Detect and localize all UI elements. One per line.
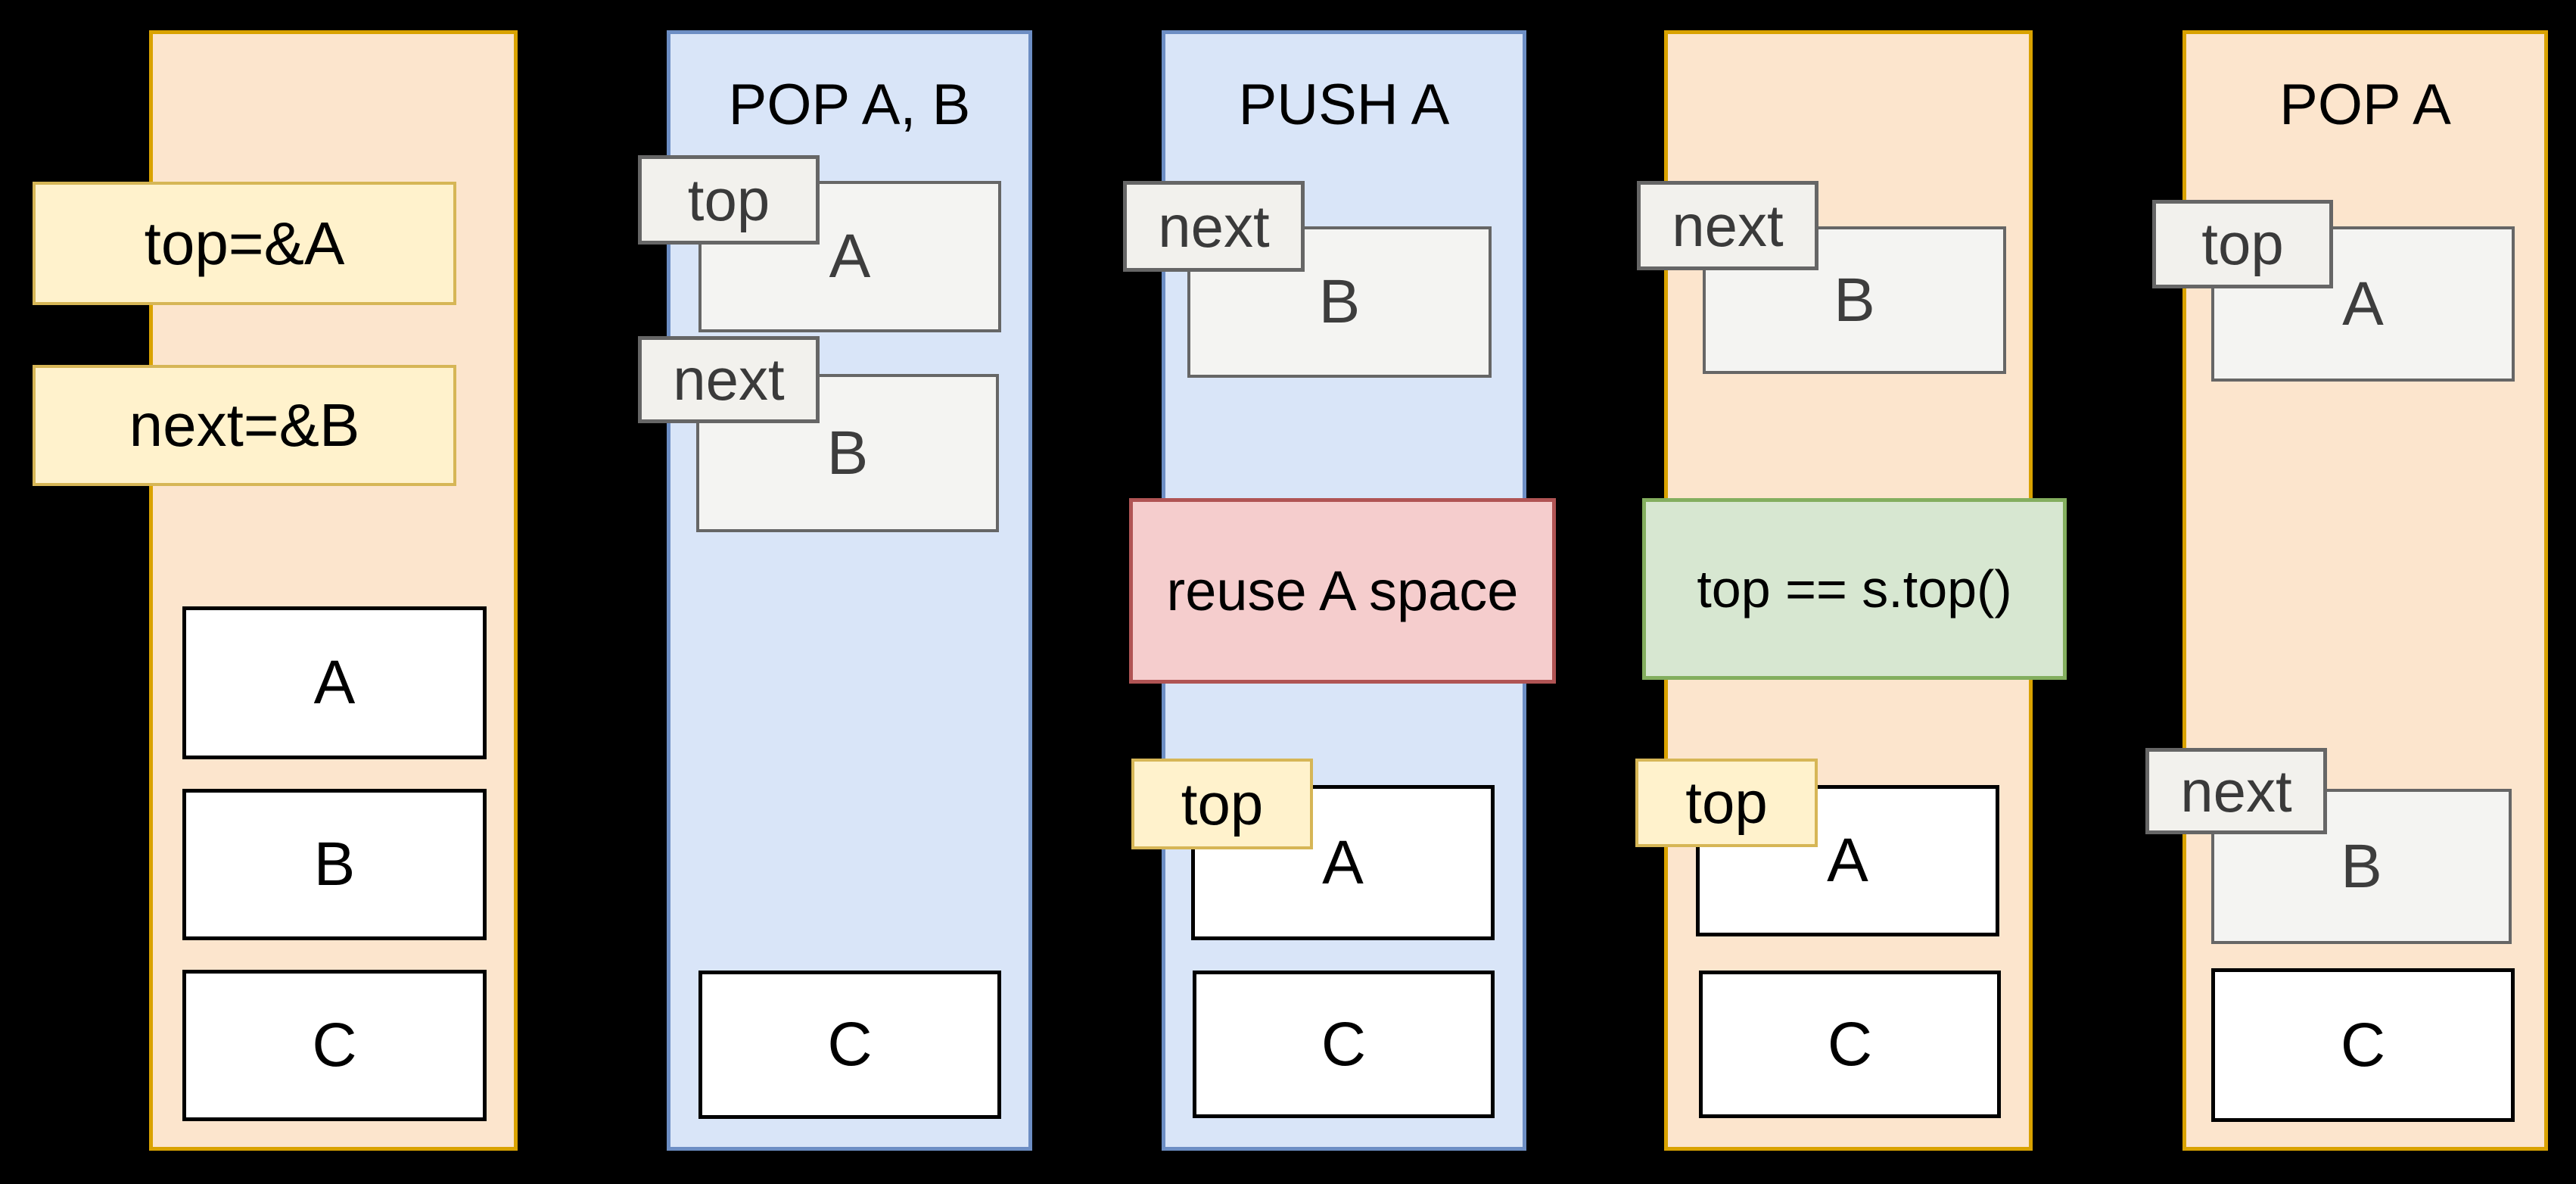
stage5-title: POP A — [2279, 72, 2451, 137]
stage3-reuse-note-text: reuse A space — [1166, 559, 1519, 622]
stage4-top-tag: top — [1635, 759, 1818, 847]
stage4-cell-c-label: C — [1827, 1009, 1873, 1079]
stage5-cell-b-label: B — [2341, 831, 2382, 901]
stage5-top-tag: top — [2152, 200, 2333, 288]
stage2-cell-a-label: A — [829, 222, 871, 291]
stage1-cell-a-label: A — [313, 648, 356, 717]
stage4-next-tag: next — [1637, 181, 1818, 270]
stage1-pointer-top-tag: top=&A — [33, 182, 456, 305]
stage1-pointer-top-text: top=&A — [144, 209, 345, 277]
stage3-top-tag-text: top — [1181, 770, 1264, 837]
stage1-cell-b: B — [182, 789, 487, 940]
stage4-top-tag-text: top — [1685, 769, 1768, 836]
stage3-cell-c: C — [1193, 971, 1495, 1118]
stage1-pointer-next-tag: next=&B — [33, 365, 456, 486]
stage4-compare-note-text: top == s.top() — [1697, 559, 2012, 618]
stage5-next-tag: next — [2145, 748, 2327, 834]
stage2-cell-c-label: C — [827, 1010, 873, 1079]
stage3-title: PUSH A — [1238, 72, 1450, 137]
stage5-next-tag-text: next — [2180, 757, 2292, 824]
stage5-cell-c: C — [2211, 968, 2515, 1122]
stage1-cell-c-label: C — [312, 1011, 357, 1080]
stage3-next-tag-text: next — [1158, 192, 1270, 260]
stage2-title: POP A, B — [728, 72, 971, 137]
stage3-top-tag: top — [1131, 759, 1313, 849]
stage5-cell-a-label: A — [2342, 269, 2384, 338]
stage3-cell-a-label: A — [1322, 827, 1364, 897]
stage2-top-tag-text: top — [687, 166, 770, 233]
stage2-top-tag: top — [638, 155, 820, 245]
stage3-reuse-note: reuse A space — [1129, 498, 1556, 684]
stage4-next-tag-text: next — [1672, 192, 1784, 259]
stage4-cell-b-label: B — [1834, 265, 1875, 335]
stage2-cell-c: C — [698, 971, 1001, 1119]
stage1-cell-c: C — [182, 970, 487, 1121]
stage5-cell-c-label: C — [2340, 1010, 2386, 1080]
stage4-cell-c: C — [1699, 971, 2001, 1118]
stage2-cell-b-label: B — [826, 418, 869, 488]
stage1-cell-b-label: B — [313, 830, 356, 899]
stage5-top-tag-text: top — [2201, 210, 2284, 277]
stage2-next-tag-text: next — [673, 346, 785, 413]
stage2-next-tag: next — [638, 336, 820, 423]
stage3-next-tag: next — [1123, 181, 1305, 272]
stage3-cell-a: A — [1191, 785, 1495, 940]
stage3-cell-b: B — [1187, 226, 1492, 378]
stage3-cell-b-label: B — [1318, 267, 1361, 336]
stage5-cell-a: A — [2211, 226, 2515, 382]
stage1-cell-a: A — [182, 606, 487, 759]
stage3-cell-c-label: C — [1321, 1009, 1367, 1079]
stage4-compare-note: top == s.top() — [1642, 498, 2067, 680]
stage1-pointer-next-text: next=&B — [129, 391, 360, 459]
stage4-cell-a-label: A — [1827, 826, 1868, 895]
